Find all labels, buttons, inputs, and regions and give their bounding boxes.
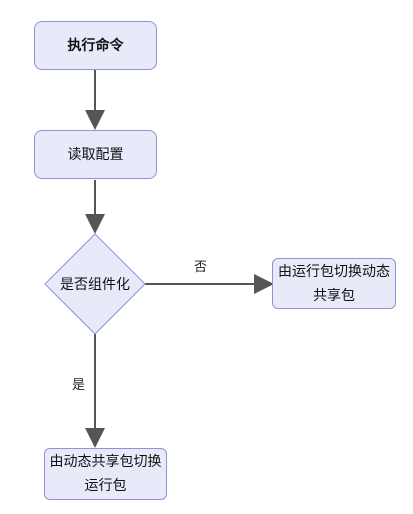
node-switch-to-dynamic-shared-line1: 由运行包切换动态 — [278, 263, 390, 280]
node-switch-to-dynamic-shared-line2: 共享包 — [313, 287, 355, 304]
node-execute-command-label: 执行命令 — [67, 37, 124, 54]
node-read-config: 读取配置 — [34, 130, 157, 179]
node-is-componentized-label: 是否组件化 — [60, 277, 130, 293]
edge-label-yes: 是 — [72, 378, 86, 393]
node-execute-command: 执行命令 — [34, 21, 157, 70]
node-switch-to-runtime-package: 由动态共享包切换 运行包 — [44, 448, 167, 500]
decision-diamond — [44, 233, 146, 335]
node-read-config-label: 读取配置 — [67, 146, 124, 163]
node-switch-to-dynamic-shared: 由运行包切换动态 共享包 — [272, 258, 396, 309]
edge-label-no: 否 — [194, 260, 208, 275]
node-is-componentized-label-wrap: 是否组件化 — [45, 272, 145, 296]
node-switch-to-runtime-package-line2: 运行包 — [84, 478, 127, 494]
node-switch-to-runtime-package-line1: 由动态共享包切换 — [49, 454, 162, 470]
